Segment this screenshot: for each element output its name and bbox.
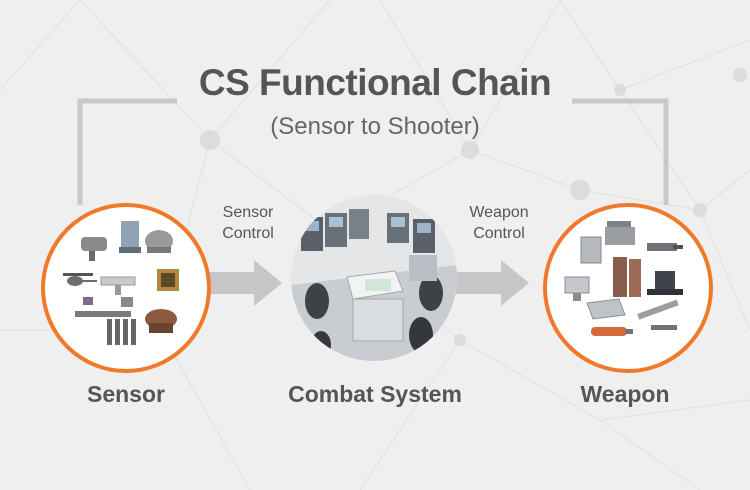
sensor-control-label: Sensor Control (208, 202, 288, 244)
weapon-control-line1: Weapon (469, 204, 529, 221)
page-title: CS Functional Chain (198, 62, 552, 103)
page-subtitle: (Sensor to Shooter) (270, 113, 480, 140)
combat-room-icon (291, 195, 457, 361)
sensor-equipment-icon (63, 221, 179, 345)
weapon-control-label: Weapon Control (456, 202, 542, 244)
sensor-node[interactable] (41, 203, 211, 373)
weapon-node[interactable] (543, 203, 713, 373)
weapon-label: Weapon (580, 381, 670, 407)
combat-system-label: Combat System (288, 381, 462, 407)
combat-to-weapon-arrow (455, 260, 529, 306)
weapon-systems-icon (564, 221, 683, 336)
weapon-control-line2: Control (473, 225, 525, 242)
sensor-to-combat-arrow (208, 260, 282, 306)
combat-system-node[interactable] (291, 195, 457, 361)
sensor-label: Sensor (87, 381, 165, 407)
sensor-control-line1: Sensor (222, 204, 274, 221)
sensor-control-line2: Control (222, 225, 274, 242)
